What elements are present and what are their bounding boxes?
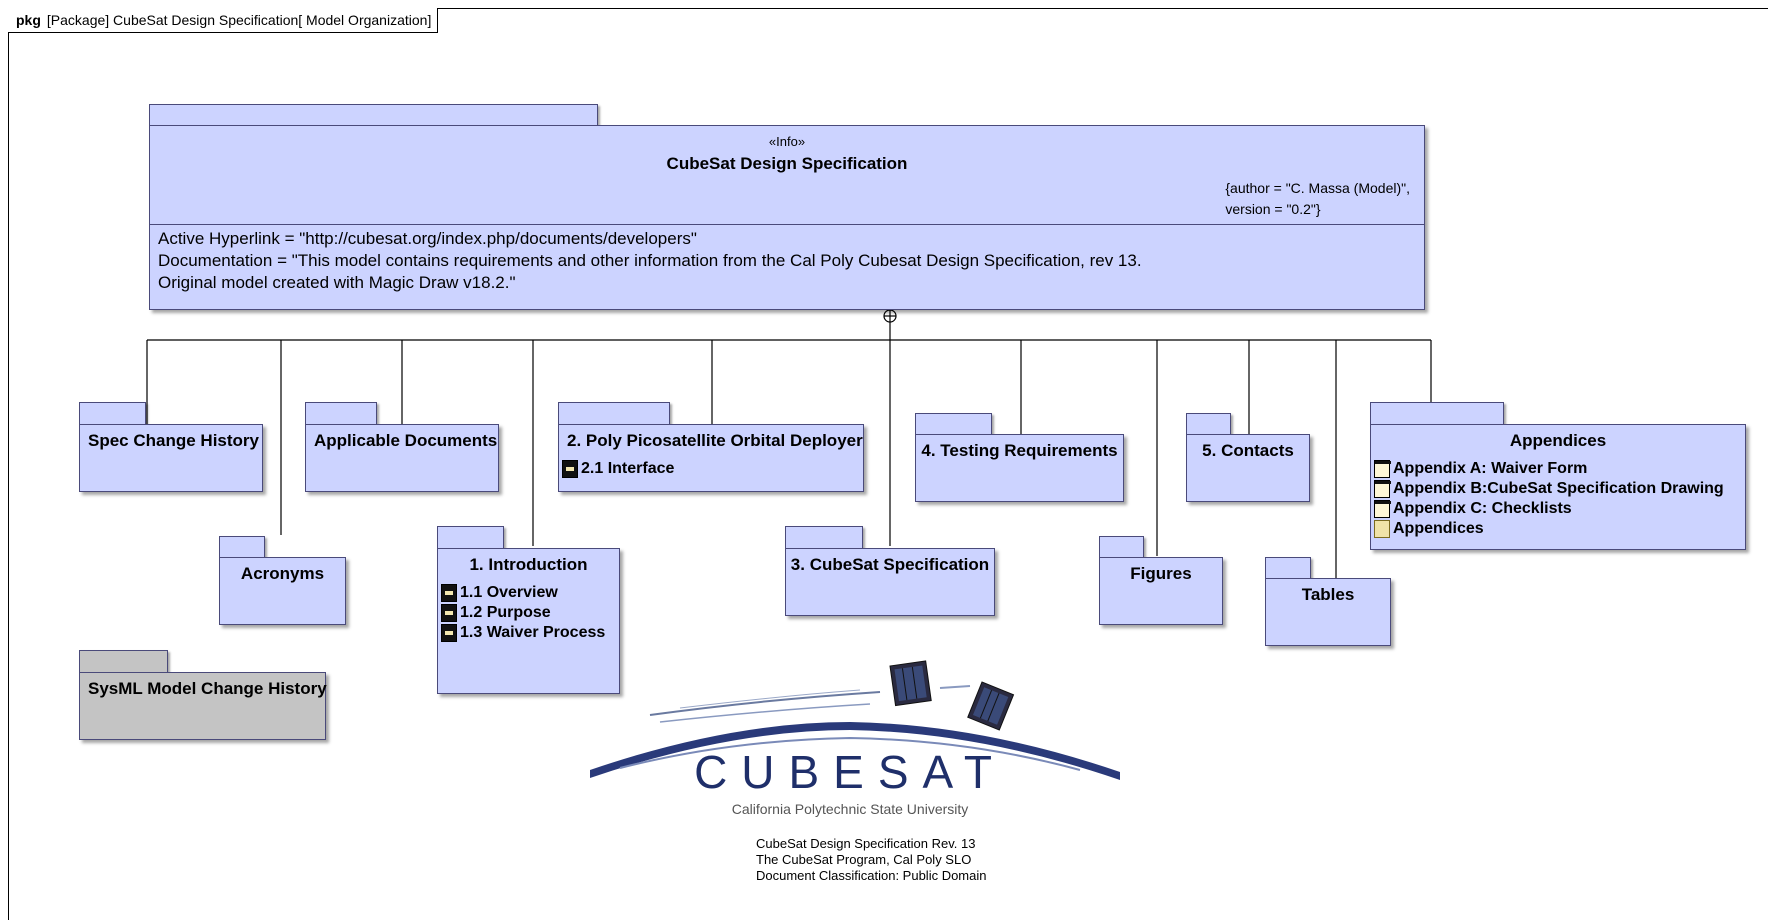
- package-name: Spec Change History: [88, 431, 259, 450]
- package-acronyms[interactable]: Acronyms: [219, 557, 346, 625]
- package-name: Applicable Documents: [314, 431, 498, 450]
- acronyms-tab: [219, 536, 265, 558]
- package-testing-requirements[interactable]: 4. Testing Requirements: [915, 434, 1124, 502]
- caption-line: Document Classification: Public Domain: [756, 868, 987, 883]
- info-properties: Active Hyperlink = "http://cubesat.org/i…: [158, 228, 1142, 294]
- property-hyperlink: Active Hyperlink = "http://cubesat.org/i…: [158, 229, 697, 248]
- diagram-frame: [8, 8, 1768, 920]
- list-item[interactable]: Appendices: [1374, 519, 1724, 539]
- page-icon: [1374, 460, 1391, 478]
- package-sysml-model-change-history[interactable]: SysML Model Change History: [79, 672, 327, 740]
- caption-line: The CubeSat Program, Cal Poly SLO: [756, 852, 972, 867]
- info-stereotype: «Info»: [768, 134, 806, 149]
- package-spec-change-history[interactable]: Spec Change History: [79, 424, 263, 492]
- tables-tab: [1265, 557, 1311, 579]
- list-item[interactable]: 2.1 Interface: [562, 459, 674, 479]
- logo-subtitle: California Polytechnic State University: [732, 801, 969, 817]
- diagram-folder-icon: [1374, 520, 1390, 538]
- introduction-contents: 1.1 Overview 1.2 Purpose 1.3 Waiver Proc…: [441, 583, 605, 643]
- cubesat-logo-graphic: CUBESAT California Polytechnic State Uni…: [590, 660, 1120, 817]
- package-name: 2. Poly Picosatellite Orbital Deployer: [567, 431, 863, 450]
- package-appendices[interactable]: Appendices Appendix A: Waiver Form Appen…: [1370, 424, 1746, 550]
- package-name: Tables: [1301, 585, 1355, 604]
- info-title: CubeSat Design Specification: [666, 154, 908, 173]
- appendices-contents: Appendix A: Waiver Form Appendix B:CubeS…: [1374, 459, 1724, 539]
- package-name: 3. CubeSat Specification: [790, 555, 990, 574]
- property-documentation: Documentation = "This model contains req…: [158, 251, 1142, 270]
- package-name: Appendices: [1509, 431, 1607, 450]
- ppod-contents: 2.1 Interface: [562, 459, 674, 479]
- package-figures[interactable]: Figures: [1099, 557, 1223, 625]
- document-caption: CubeSat Design Specification Rev. 13 The…: [756, 836, 986, 884]
- page-icon: [1374, 480, 1391, 498]
- testing-tab: [915, 413, 992, 435]
- ppod-tab: [558, 402, 670, 425]
- package-name: Acronyms: [240, 564, 325, 583]
- list-item[interactable]: 1.2 Purpose: [441, 603, 605, 623]
- package-name: 1. Introduction: [469, 555, 588, 574]
- frame-title: [Package] CubeSat Design Specification[ …: [46, 12, 432, 28]
- sysml-history-tab: [79, 650, 168, 673]
- list-item[interactable]: Appendix C: Checklists: [1374, 499, 1724, 519]
- document-icon: [562, 460, 578, 478]
- document-icon: [441, 624, 457, 642]
- package-name: 5. Contacts: [1202, 441, 1294, 460]
- list-item[interactable]: Appendix B:CubeSat Specification Drawing: [1374, 479, 1724, 499]
- page-icon: [1374, 500, 1391, 518]
- list-item[interactable]: Appendix A: Waiver Form: [1374, 459, 1724, 479]
- package-name: Figures: [1130, 564, 1192, 583]
- frame-keyword: pkg: [16, 12, 41, 28]
- cubesat-logo: CUBESAT California Polytechnic State Uni…: [580, 660, 1120, 820]
- info-package[interactable]: «Info» CubeSat Design Specification {aut…: [149, 125, 1425, 310]
- info-tags: {author = "C. Massa (Model)", version = …: [1225, 180, 1410, 217]
- spec-change-history-tab: [79, 402, 146, 425]
- logo-wordmark: CUBESAT: [694, 746, 1006, 798]
- introduction-tab: [437, 526, 504, 549]
- appendices-tab: [1370, 402, 1504, 425]
- package-tables[interactable]: Tables: [1265, 578, 1391, 646]
- package-contacts[interactable]: 5. Contacts: [1186, 434, 1310, 502]
- applicable-documents-tab: [305, 402, 377, 425]
- caption-line: CubeSat Design Specification Rev. 13: [756, 836, 976, 851]
- list-item[interactable]: 1.1 Overview: [441, 583, 605, 603]
- property-documentation-cont: Original model created with Magic Draw v…: [158, 273, 516, 292]
- info-separator: [150, 224, 1424, 225]
- containment-symbol: [883, 309, 897, 323]
- package-name: SysML Model Change History: [88, 679, 327, 698]
- package-ppod[interactable]: 2. Poly Picosatellite Orbital Deployer 2…: [558, 424, 864, 492]
- contacts-tab: [1186, 413, 1231, 435]
- package-cubesat-specification[interactable]: 3. CubeSat Specification: [785, 548, 995, 616]
- package-name: 4. Testing Requirements: [921, 441, 1118, 460]
- document-icon: [441, 584, 457, 602]
- cubesat-spec-tab: [785, 526, 863, 549]
- package-applicable-documents[interactable]: Applicable Documents: [305, 424, 499, 492]
- document-icon: [441, 604, 457, 622]
- package-introduction[interactable]: 1. Introduction 1.1 Overview 1.2 Purpose…: [437, 548, 620, 694]
- info-package-tab: [149, 104, 598, 126]
- frame-header: pkg [Package] CubeSat Design Specificatio…: [8, 8, 439, 33]
- figures-tab: [1099, 536, 1144, 558]
- list-item[interactable]: 1.3 Waiver Process: [441, 623, 605, 643]
